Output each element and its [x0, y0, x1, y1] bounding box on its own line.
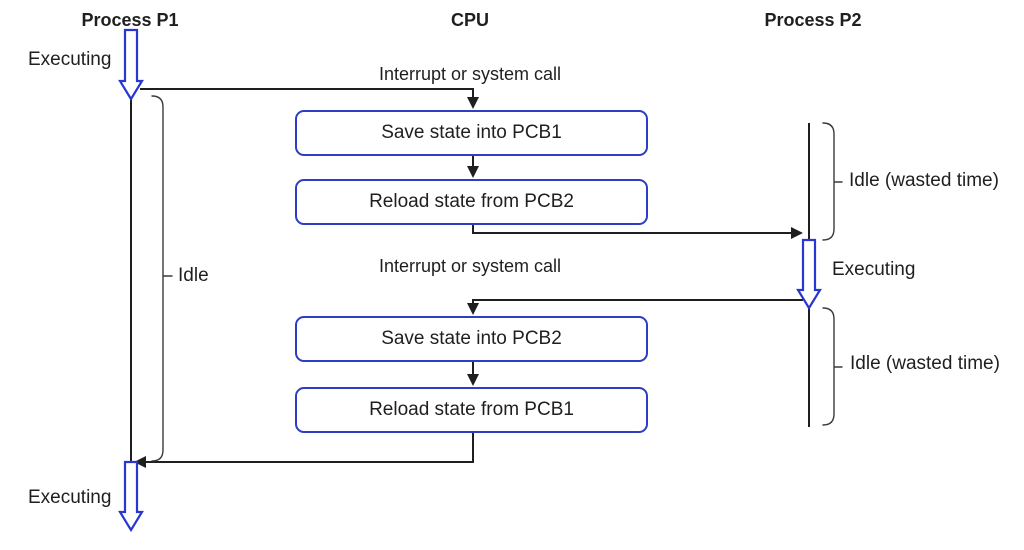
- interrupt-label-2: Interrupt or system call: [378, 256, 562, 276]
- arrowhead-into-p2: [791, 227, 803, 239]
- arrowhead-into-box4: [467, 374, 479, 386]
- cpu-box-reload-state-pcb1-label: Reload state from PCB1: [369, 399, 574, 420]
- switch-to-p1-connector: [146, 433, 474, 463]
- cpu-box-save-state-pcb1: Save state into PCB1: [295, 110, 648, 156]
- cpu-box-save-state-pcb1-label: Save state into PCB1: [381, 122, 562, 143]
- cpu-box-save-state-pcb2-label: Save state into PCB2: [381, 328, 562, 349]
- p1-executing-top-label: Executing: [28, 49, 112, 70]
- arrowhead-into-box1: [467, 97, 479, 109]
- cpu-box-reload-state-pcb2-label: Reload state from PCB2: [369, 191, 574, 212]
- executing-arrow-p1-bottom: [118, 460, 144, 533]
- arrowhead-into-box2: [467, 166, 479, 178]
- executing-arrow-p2: [796, 238, 822, 311]
- column-title-p2: Process P2: [764, 10, 862, 30]
- p2-idle-bottom-label: Idle (wasted time): [850, 353, 1000, 374]
- p1-idle-label: Idle: [178, 265, 209, 286]
- idle-bracket-p2-top: [822, 122, 843, 241]
- executing-arrow-p1-top: [118, 28, 144, 102]
- column-title-p1: Process P1: [81, 10, 179, 30]
- interrupt1-line: [140, 88, 474, 97]
- arrowhead-into-p1: [134, 456, 146, 468]
- column-title-cpu: CPU: [450, 10, 489, 30]
- idle-bracket-p2-bottom: [822, 307, 843, 426]
- cpu-box-reload-state-pcb2: Reload state from PCB2: [295, 179, 648, 225]
- p1-executing-bottom-label: Executing: [28, 487, 112, 508]
- interrupt-label-1: Interrupt or system call: [378, 64, 562, 84]
- p2-idle-top-label: Idle (wasted time): [849, 170, 999, 191]
- arrowhead-into-box3: [467, 303, 479, 315]
- interrupt2-line: [472, 299, 803, 303]
- switch-to-p2-connector: [472, 225, 791, 234]
- idle-bracket-p1: [151, 95, 173, 462]
- p2-executing-label: Executing: [832, 259, 916, 280]
- cpu-box-reload-state-pcb1: Reload state from PCB1: [295, 387, 648, 433]
- cpu-box-save-state-pcb2: Save state into PCB2: [295, 316, 648, 362]
